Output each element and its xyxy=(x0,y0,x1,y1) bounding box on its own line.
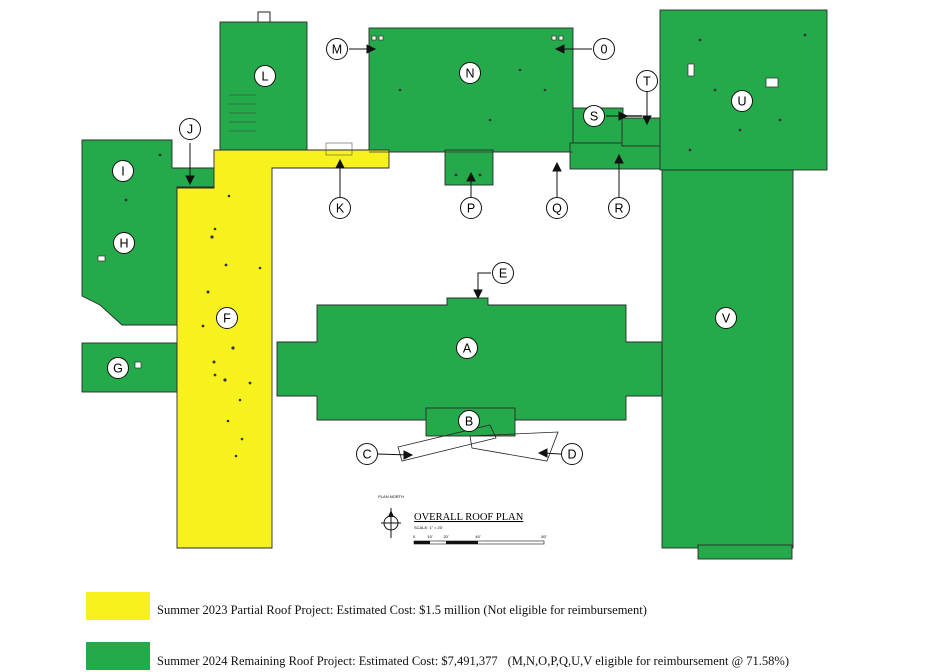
label-n: N xyxy=(459,62,481,84)
svg-text:80': 80' xyxy=(541,534,546,539)
label-g: G xyxy=(107,357,129,379)
leader-lines xyxy=(185,44,652,460)
scale-bar xyxy=(413,540,545,545)
label-h: H xyxy=(113,232,135,254)
roof-section-f-j-k xyxy=(176,149,390,549)
svg-text:N: N xyxy=(465,67,474,81)
svg-text:I: I xyxy=(121,165,124,179)
label-a: A xyxy=(456,337,478,359)
label-j: J xyxy=(179,118,201,140)
svg-text:E: E xyxy=(499,267,507,281)
roof-section-i-h xyxy=(81,139,223,326)
roof-section-n xyxy=(368,27,574,153)
svg-text:U: U xyxy=(737,95,746,109)
north-label: PLAN NORTH xyxy=(378,494,404,499)
label-s: S xyxy=(583,105,605,127)
label-l: L xyxy=(254,65,276,87)
svg-text:D: D xyxy=(567,448,576,462)
label-d: D xyxy=(561,443,583,465)
svg-text:40': 40' xyxy=(475,534,480,539)
label-u: U xyxy=(731,90,753,112)
svg-text:Q: Q xyxy=(552,202,562,216)
roof-details xyxy=(97,33,807,458)
svg-text:S: S xyxy=(590,110,598,124)
scale-ticks: 0 10' 20' 40' 80' xyxy=(413,534,547,539)
svg-text:B: B xyxy=(465,415,473,429)
section-labels: A B C D E F G H I J K L M N 0 P Q R S T … xyxy=(107,38,753,465)
svg-text:V: V xyxy=(722,312,731,326)
legend-text-2023: Summer 2023 Partial Roof Project: Estima… xyxy=(157,603,647,618)
svg-text:0: 0 xyxy=(601,43,608,57)
svg-text:A: A xyxy=(463,342,472,356)
legend-text-2024: Summer 2024 Remaining Roof Project: Esti… xyxy=(157,654,789,669)
label-m: M xyxy=(326,38,348,60)
svg-text:0: 0 xyxy=(413,534,416,539)
legend-label-2023: Summer 2023 Partial Roof Project: Estima… xyxy=(157,603,647,617)
green-roof-sections xyxy=(81,9,828,560)
label-v: V xyxy=(715,307,737,329)
svg-text:J: J xyxy=(187,123,193,137)
label-k: K xyxy=(329,197,351,219)
svg-text:K: K xyxy=(336,202,345,216)
roof-section-d-outline xyxy=(469,431,559,462)
svg-text:H: H xyxy=(119,237,128,251)
label-f: F xyxy=(216,307,238,329)
plan-title: OVERALL ROOF PLAN xyxy=(414,512,524,523)
svg-text:20': 20' xyxy=(443,534,448,539)
plan-title-block: PLAN NORTH OVERALL ROOF PLAN SCALE: 1" =… xyxy=(378,494,547,545)
svg-text:P: P xyxy=(467,202,475,216)
roof-plan-diagram: A B C D E F G H I J K L M N 0 P Q R S T … xyxy=(81,9,828,560)
scale-note: SCALE: 1" = 20' xyxy=(414,525,443,530)
label-t: T xyxy=(636,70,658,92)
roof-section-t xyxy=(621,117,663,147)
label-c: C xyxy=(356,443,378,465)
svg-text:G: G xyxy=(113,362,123,376)
roof-section-v-bottom xyxy=(697,544,793,560)
roof-section-v xyxy=(661,169,794,549)
svg-text:T: T xyxy=(643,75,651,89)
svg-text:10': 10' xyxy=(427,534,432,539)
label-i: I xyxy=(112,160,134,182)
svg-text:M: M xyxy=(332,43,342,57)
label-o: 0 xyxy=(593,38,615,60)
label-q: Q xyxy=(546,197,568,219)
svg-text:R: R xyxy=(614,202,623,216)
label-e: E xyxy=(492,262,514,284)
label-r: R xyxy=(608,197,630,219)
roof-section-g xyxy=(81,342,178,393)
legend-swatch-2024 xyxy=(86,642,150,670)
svg-text:C: C xyxy=(362,448,371,462)
svg-text:F: F xyxy=(223,312,231,326)
svg-text:L: L xyxy=(262,70,269,84)
roof-section-c-outline xyxy=(397,424,497,462)
legend-swatch-2023 xyxy=(86,592,150,620)
roof-section-r xyxy=(569,142,663,170)
north-arrow-icon xyxy=(381,508,401,538)
roof-section-u xyxy=(659,9,828,171)
roof-section-a xyxy=(276,297,663,421)
legend-label-2024: Summer 2024 Remaining Roof Project: Esti… xyxy=(157,654,498,668)
legend-note-2024: (M,N,O,P,Q,U,V eligible for reimbursemen… xyxy=(507,654,789,668)
label-p: P xyxy=(460,197,482,219)
yellow-roof-sections xyxy=(176,149,390,549)
label-b: B xyxy=(458,410,480,432)
